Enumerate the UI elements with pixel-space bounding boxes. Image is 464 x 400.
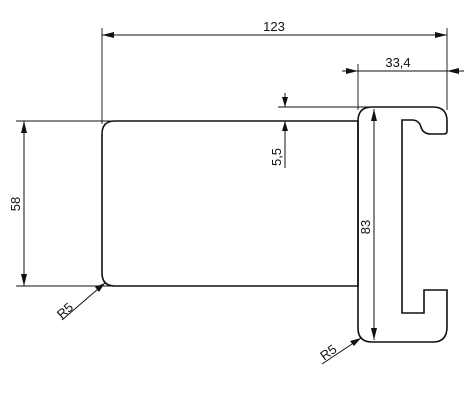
dimension-body-height-label: 58: [8, 197, 23, 211]
radius-leader-body: R5: [54, 282, 106, 322]
head-outline: [357, 106, 448, 343]
dimension-offset-label: 5,5: [269, 148, 284, 166]
dimension-body-height: 58: [8, 120, 112, 287]
dimension-offset: 5,5: [269, 93, 372, 168]
body-outline: [101, 120, 359, 287]
dimension-overall-length-label: 123: [263, 19, 285, 34]
dimension-head-width-label: 33,4: [385, 55, 410, 70]
dimension-head-height: 83: [358, 109, 377, 340]
radius-leader-head: R5: [317, 337, 362, 365]
dimension-head-width: 33,4: [342, 55, 464, 110]
dimension-head-height-label: 83: [358, 220, 373, 234]
radius-head-label: R5: [317, 341, 339, 363]
dimension-overall-length: 123: [101, 19, 448, 124]
radius-body-label: R5: [54, 300, 76, 322]
